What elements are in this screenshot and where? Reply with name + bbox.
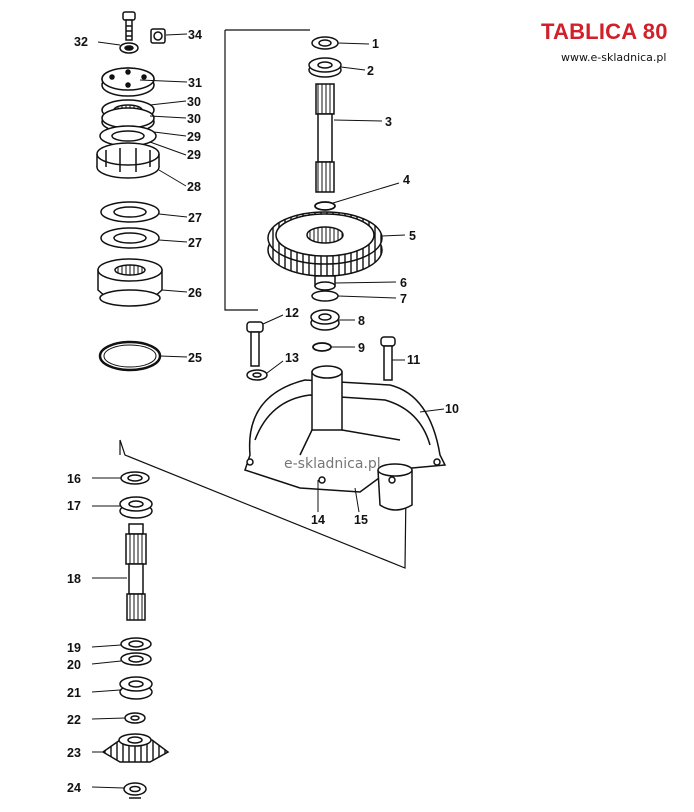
callout-13: 13 (285, 351, 299, 365)
part-30-splined-disc (101, 99, 155, 133)
part-9-circlip (312, 342, 332, 352)
callout-2: 2 (367, 64, 374, 78)
part-16-ring (120, 471, 150, 485)
part-7-ring (311, 290, 339, 302)
part-32-washer (119, 42, 139, 54)
part-19-ring (120, 637, 152, 651)
part-18-pinion-shaft (125, 523, 147, 621)
callout-17: 17 (67, 499, 81, 513)
assembly-bracket-line (119, 439, 407, 569)
part-8-bearing (310, 309, 340, 331)
part-4-circlip (314, 201, 336, 211)
callout-20: 20 (67, 658, 81, 672)
callout-24: 24 (67, 781, 81, 795)
callout-32: 32 (74, 35, 88, 49)
callout-30-b: 30 (187, 112, 201, 126)
part-31-flange (101, 67, 155, 97)
callout-27-b: 27 (188, 236, 202, 250)
callout-28: 28 (187, 180, 201, 194)
callout-25: 25 (188, 351, 202, 365)
part-25-retaining-ring (98, 340, 162, 372)
part-5-gear (267, 211, 383, 277)
callout-6: 6 (400, 276, 407, 290)
callout-30-a: 30 (187, 95, 201, 109)
callout-29-b: 29 (187, 148, 201, 162)
part-17-bearing (119, 496, 153, 519)
part-2-bearing (308, 57, 342, 78)
callout-11: 11 (407, 353, 420, 367)
assembly-bracket-line (224, 30, 258, 311)
watermark-text: e-skladnica.pl (284, 456, 381, 472)
page-title: TABLICA 80 (541, 19, 668, 44)
part-21-bearing (119, 676, 153, 700)
part-27-bearing-ring (100, 201, 160, 249)
callout-8: 8 (358, 314, 365, 328)
part-29-disc (99, 125, 157, 147)
part-12-bolt (246, 321, 264, 367)
part-3-shaft (315, 83, 335, 193)
callout-9: 9 (358, 341, 365, 355)
callout-7: 7 (400, 292, 407, 306)
callout-16: 16 (67, 472, 81, 486)
part-20-ring (120, 652, 152, 666)
callout-22: 22 (67, 713, 81, 727)
part-26-hub (97, 258, 163, 307)
leader-lines (91, 33, 445, 789)
callout-10: 10 (445, 402, 459, 416)
callout-27-a: 27 (188, 211, 202, 225)
callout-15: 15 (354, 513, 368, 527)
part-23-bevel-gear (101, 733, 170, 763)
callout-29-a: 29 (187, 130, 201, 144)
part-6-spacer (314, 275, 336, 291)
part-1-ring (311, 36, 339, 50)
callout-14: 14 (311, 513, 325, 527)
callout-4: 4 (403, 173, 410, 187)
callout-26: 26 (188, 286, 202, 300)
callout-18: 18 (67, 572, 81, 586)
part-22-washer (124, 712, 146, 724)
part-28-housing-ring (96, 142, 160, 179)
callout-12: 12 (285, 306, 299, 320)
callout-5: 5 (409, 229, 416, 243)
website-label: www.e-skladnica.pl (561, 51, 667, 64)
part-34-nut (150, 28, 166, 44)
part-10-gearbox-cover (244, 365, 447, 511)
callout-1: 1 (372, 37, 379, 51)
part-33-bolt (122, 11, 136, 41)
callout-34: 34 (188, 28, 202, 42)
callout-31: 31 (188, 76, 202, 90)
callout-19: 19 (67, 641, 81, 655)
callout-23: 23 (67, 746, 81, 760)
part-24-nut (123, 782, 147, 799)
part-11-bolt (380, 336, 396, 381)
callout-3: 3 (385, 115, 392, 129)
callout-21: 21 (67, 686, 81, 700)
part-13-washer (246, 369, 268, 381)
